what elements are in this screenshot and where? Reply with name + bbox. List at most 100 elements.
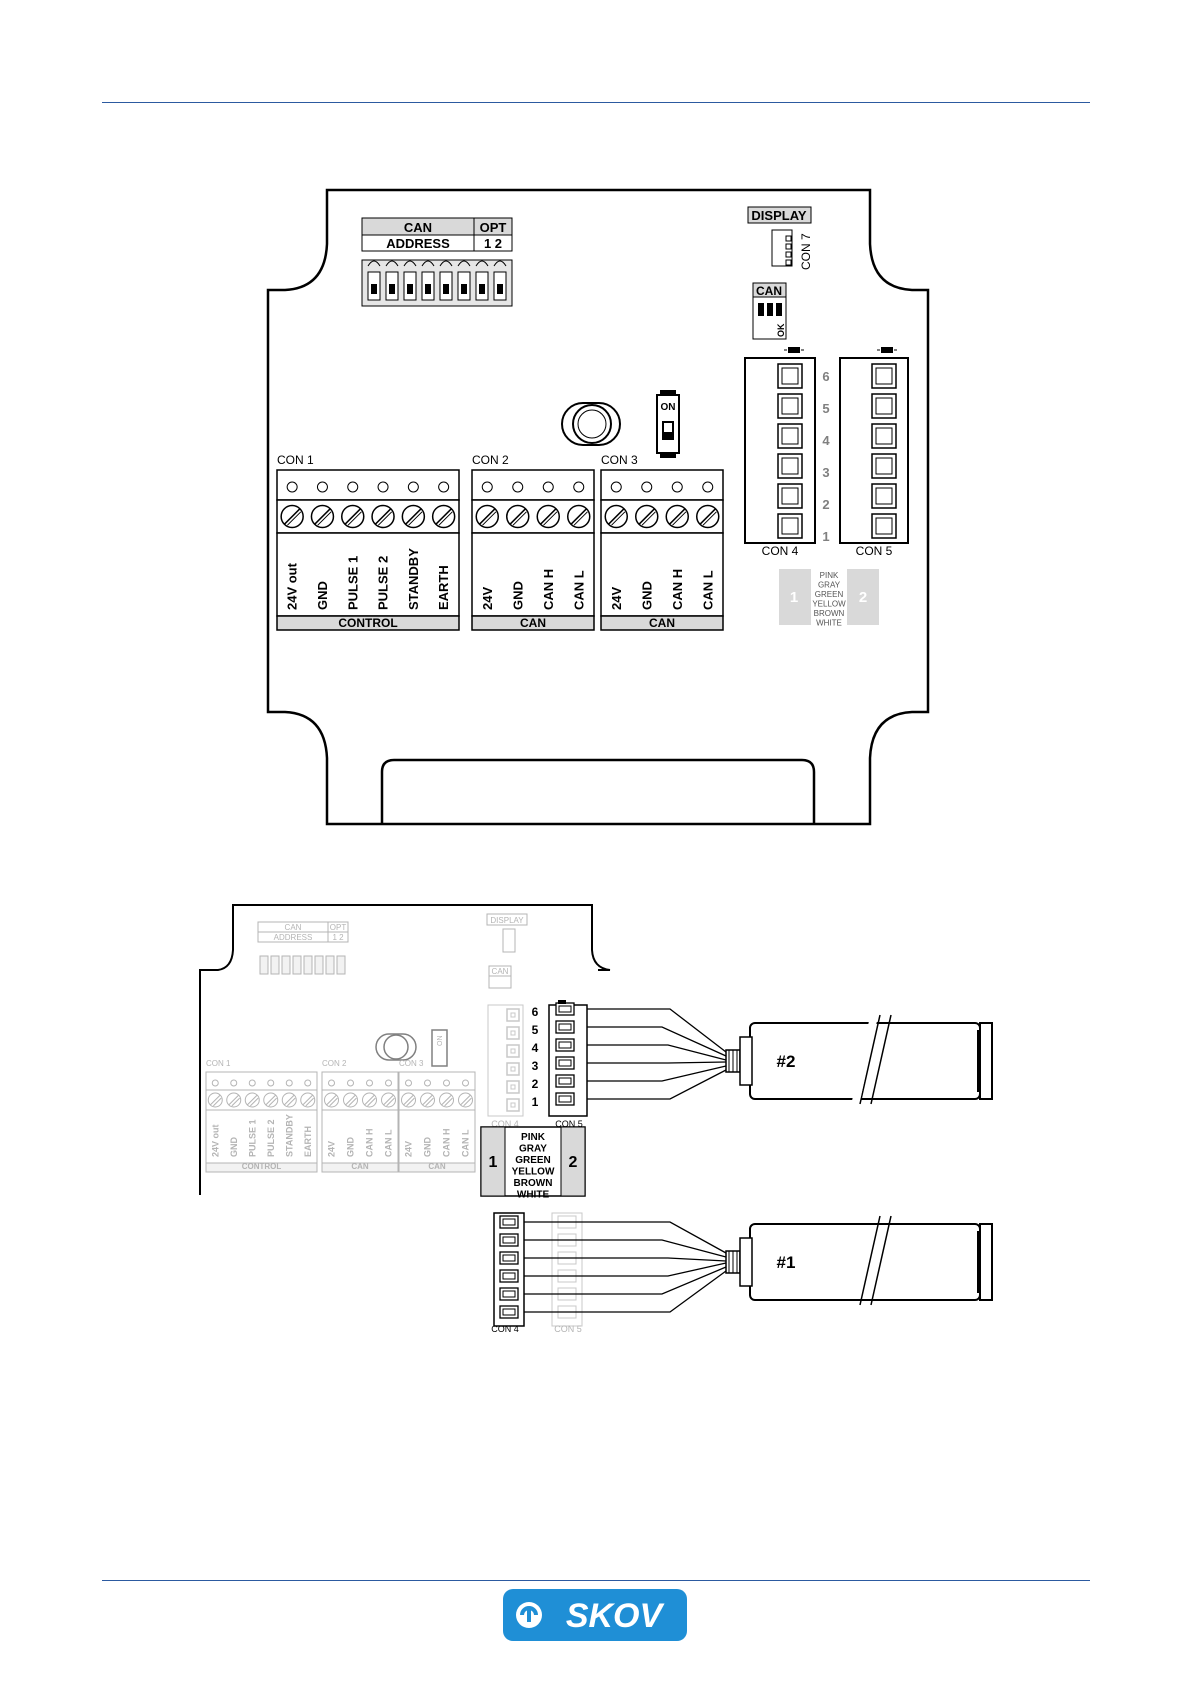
- terminal-hole: [462, 1079, 469, 1087]
- con4-pin: [506, 1008, 520, 1022]
- bottom-pin-number: 1: [532, 1095, 539, 1109]
- terminal-pin-label: STANDBY: [284, 1114, 294, 1157]
- top-con4-block[interactable]: [744, 357, 816, 544]
- dip-key: [281, 955, 291, 975]
- dip-key: [336, 955, 346, 975]
- bottom-legend-color: YELLOW: [512, 1167, 555, 1178]
- dip-key: [292, 955, 302, 975]
- terminal-hole: [573, 481, 585, 493]
- bottom-legend-color: GRAY: [519, 1144, 547, 1155]
- bottom-legend-color: GREEN: [515, 1155, 551, 1166]
- top-can-led-label: CAN: [756, 284, 782, 298]
- bottom-legend-left: 1: [489, 1154, 498, 1171]
- bottom-dip-address-label: ADDRESS: [274, 933, 313, 942]
- bottom-con5-block[interactable]: [548, 1002, 588, 1117]
- terminal-con-label: CON 2: [472, 453, 509, 467]
- bottom-dip-switch: CAN OPT ADDRESS 1 2: [257, 921, 349, 975]
- top-dip-address-label: ADDRESS: [386, 236, 450, 251]
- top-legend-color: WHITE: [816, 619, 842, 628]
- top-legend-color: BROWN: [814, 609, 845, 618]
- terminal-group-label: CAN: [649, 616, 675, 630]
- bottom-board: CAN OPT ADDRESS 1 2 DISPLAY CAN ON 65432…: [199, 904, 993, 1334]
- con4-pin: [506, 1098, 520, 1112]
- terminal-pin-label: CAN H: [541, 569, 556, 610]
- top-legend-color: PINK: [820, 571, 839, 580]
- terminal-pin-label: 24V out: [285, 562, 300, 610]
- terminal-pin-label: STANDBY: [406, 548, 421, 610]
- terminal-hole: [316, 481, 328, 493]
- terminal-hole: [542, 481, 554, 493]
- terminal-pin-label: PULSE 2: [266, 1119, 276, 1157]
- terminal-pin-label: CAN L: [700, 570, 715, 610]
- con4-pin: [506, 1026, 520, 1040]
- terminal-pin-label: PULSE 1: [345, 556, 360, 610]
- terminal-pin-label: CAN L: [384, 1129, 394, 1157]
- top-con5-label: CON 5: [856, 544, 893, 558]
- terminal-pin-label: CAN H: [442, 1129, 452, 1158]
- top-board: CAN OPT ADDRESS 1 2 DISPLAY CON 7 CAN OK: [266, 188, 930, 826]
- terminal-hole: [407, 481, 419, 493]
- bottom-dip-opt-label: OPT: [330, 923, 347, 932]
- top-con4-led-icon: [784, 347, 804, 353]
- terminal-pin-label: PULSE 1: [247, 1119, 257, 1157]
- terminal-hole: [641, 481, 653, 493]
- terminal-con-label: CON 3: [399, 1059, 424, 1068]
- terminal-pin-label: 24V: [480, 587, 495, 610]
- top-legend-color: YELLOW: [812, 600, 846, 609]
- dip-key: [270, 955, 280, 975]
- top-display-label: DISPLAY: [751, 208, 806, 223]
- top-con5-led-icon: [877, 347, 897, 353]
- bottom-pin-number: 5: [532, 1023, 539, 1037]
- bottom-pin-number: 2: [532, 1077, 539, 1091]
- terminal-hole: [481, 481, 493, 493]
- terminal-con-label: CON 1: [206, 1059, 231, 1068]
- bottom-pin-number: 4: [532, 1041, 539, 1055]
- terminal-con-label: CON 2: [322, 1059, 347, 1068]
- terminal-pin-label: 24V: [609, 587, 624, 610]
- terminal-pin-label: EARTH: [303, 1126, 313, 1157]
- terminal-hole: [211, 1079, 219, 1087]
- terminal-pin-label: GND: [229, 1137, 239, 1158]
- top-pin-number: 6: [822, 369, 829, 384]
- terminal-pin-label: GND: [639, 581, 654, 610]
- top-dip-switch[interactable]: CAN OPT ADDRESS 1 2: [361, 217, 513, 307]
- top-pin-number: 5: [822, 401, 829, 416]
- terminal-group-label: CAN: [520, 616, 546, 630]
- top-con7-label: CON 7: [799, 233, 813, 270]
- bottom-lower-con4-block[interactable]: [493, 1212, 525, 1327]
- terminal-hole: [610, 481, 622, 493]
- skov-logo-text: SKOV: [566, 1597, 666, 1635]
- terminal-hole: [347, 1079, 354, 1087]
- bottom-legend-color: BROWN: [514, 1178, 553, 1189]
- top-con7-connector[interactable]: [771, 229, 793, 267]
- top-switch-on-label: ON: [661, 402, 676, 413]
- sensor-1: [725, 1215, 993, 1306]
- top-potentiometer[interactable]: [561, 402, 621, 446]
- terminal-pin-label: CAN H: [670, 569, 685, 610]
- bottom-lower-con5-label: CON 5: [554, 1324, 582, 1334]
- terminal-hole: [248, 1079, 256, 1087]
- terminal-pin-label: GND: [423, 1137, 433, 1158]
- terminal-hole: [702, 481, 714, 493]
- terminal-hole: [230, 1079, 238, 1087]
- terminal-con-label: CON 1: [277, 453, 314, 467]
- bottom-legend-color: WHITE: [517, 1190, 550, 1201]
- top-on-switch[interactable]: [656, 390, 680, 458]
- footer-rule: [102, 1580, 1090, 1581]
- top-dip-can-label: CAN: [404, 220, 432, 235]
- terminal-hole: [512, 481, 524, 493]
- top-con5-block[interactable]: [839, 357, 909, 544]
- top-dip-opt-numbers: 1 2: [484, 236, 502, 251]
- top-can-ok-label: OK: [776, 323, 786, 337]
- terminal-hole: [267, 1079, 275, 1087]
- terminal-hole: [438, 481, 450, 493]
- dip-key: [325, 955, 335, 975]
- terminal-group-label: CONTROL: [242, 1162, 282, 1171]
- terminal-hole: [286, 481, 298, 493]
- dip-key: [259, 955, 269, 975]
- bottom-con4-label: CON 4: [491, 1119, 519, 1129]
- terminal-hole: [385, 1079, 392, 1087]
- sensor-1-label: #1: [777, 1253, 796, 1272]
